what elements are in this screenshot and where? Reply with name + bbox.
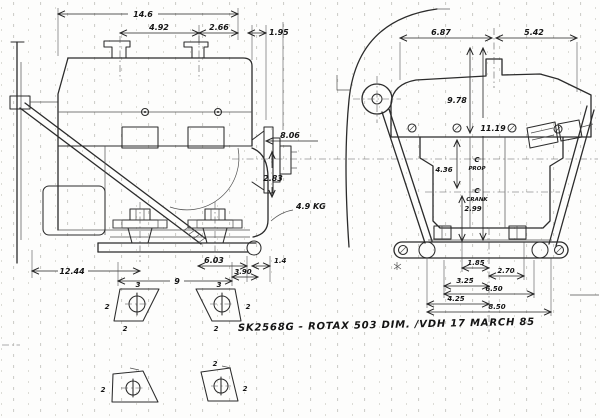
dim-flange-drop: 2.83 bbox=[263, 174, 283, 183]
plate-label-side: 2 bbox=[246, 303, 251, 311]
dim-rail-span: 8.50 bbox=[488, 303, 505, 311]
weight-note: 4.9 KG bbox=[295, 202, 326, 211]
dim-cylinder-to-case: 2.66 bbox=[209, 23, 229, 32]
dim-mount-spacing: 6.03 bbox=[204, 256, 224, 265]
dim-mount-inset: 3.90 bbox=[234, 268, 251, 276]
side-view-dimensions: 14.6 4.92 2.66 1.95 8.06 2.83 4.9 KG 12 bbox=[30, 8, 326, 286]
diagonal-brace bbox=[19, 102, 207, 245]
dim-overall-length: 14.6 bbox=[133, 10, 153, 19]
dim-rail-half: 3.25 bbox=[456, 277, 473, 285]
dim-width-left: 6.87 bbox=[431, 28, 451, 37]
mount-mast bbox=[9, 41, 58, 264]
dim-mast-to-mount: 12.44 bbox=[59, 267, 85, 276]
dim-shaft-height: 8.06 bbox=[280, 131, 300, 140]
dim-rail-length: 9 bbox=[174, 277, 180, 286]
dim-overall-height: 11.19 bbox=[480, 124, 506, 133]
weight-leader bbox=[270, 209, 294, 222]
carburetor bbox=[526, 119, 594, 149]
prop-centerline-label: C PROP bbox=[469, 156, 486, 172]
dim-rail-left: 4.25 bbox=[447, 295, 464, 303]
prop-label: PROP bbox=[469, 166, 486, 172]
dim-crank-to-rail: 2.99 bbox=[464, 205, 481, 213]
front-view-dimensions: 6.87 5.42 9.78 11.19 C PROP C CRANK 4.36 bbox=[398, 28, 599, 332]
centerline-symbol: C bbox=[474, 187, 480, 195]
rubber-mount-1 bbox=[112, 202, 168, 262]
plate-label-bottom: 2 bbox=[214, 325, 219, 333]
mount-plate-detail-left: 3 2 2 bbox=[105, 281, 160, 333]
plate-label-side: 2 bbox=[243, 385, 248, 393]
dim-stud-right: 2.70 bbox=[497, 267, 514, 275]
plate-label-side: 2 bbox=[101, 386, 106, 394]
dim-stud-span: 6.50 bbox=[485, 285, 502, 293]
side-view: 14.6 4.92 2.66 1.95 8.06 2.83 4.9 KG 12 bbox=[9, 8, 598, 333]
plate-label-top: 3 bbox=[136, 281, 141, 289]
dim-cylinder-spacing: 4.92 bbox=[148, 23, 169, 32]
detail-plate-left: 2 bbox=[101, 367, 159, 403]
crank-centerline-label: C CRANK bbox=[466, 187, 488, 203]
intake-stubs bbox=[103, 36, 209, 80]
dim-cowl-height: 9.78 bbox=[447, 96, 467, 105]
rubber-mount-2 bbox=[187, 202, 243, 262]
mount-rail-side bbox=[97, 202, 262, 262]
plate-label-side: 2 bbox=[105, 303, 110, 311]
mount-bar-front bbox=[393, 225, 569, 270]
dim-prop-to-crank: 4.36 bbox=[435, 166, 452, 174]
centerline-symbol: C bbox=[474, 156, 480, 164]
detail-plate-right: 2 2 bbox=[200, 360, 248, 402]
plate-label-bottom: 2 bbox=[123, 325, 128, 333]
dim-stud-left: 1.85 bbox=[467, 259, 484, 267]
plate-label-top: 3 bbox=[217, 281, 222, 289]
mount-plate-detail-right: 3 2 2 bbox=[195, 281, 251, 333]
dim-mount-overhang: 1.4 bbox=[274, 257, 287, 265]
plate-label-top: 2 bbox=[213, 360, 218, 368]
dim-width-right: 5.42 bbox=[524, 28, 544, 37]
front-view: 6.87 5.42 9.78 11.19 C PROP C CRANK 4.36 bbox=[336, 8, 599, 332]
dim-flange-offset: 1.95 bbox=[269, 28, 289, 37]
prop-arc bbox=[345, 8, 438, 248]
crank-label: CRANK bbox=[466, 197, 488, 203]
